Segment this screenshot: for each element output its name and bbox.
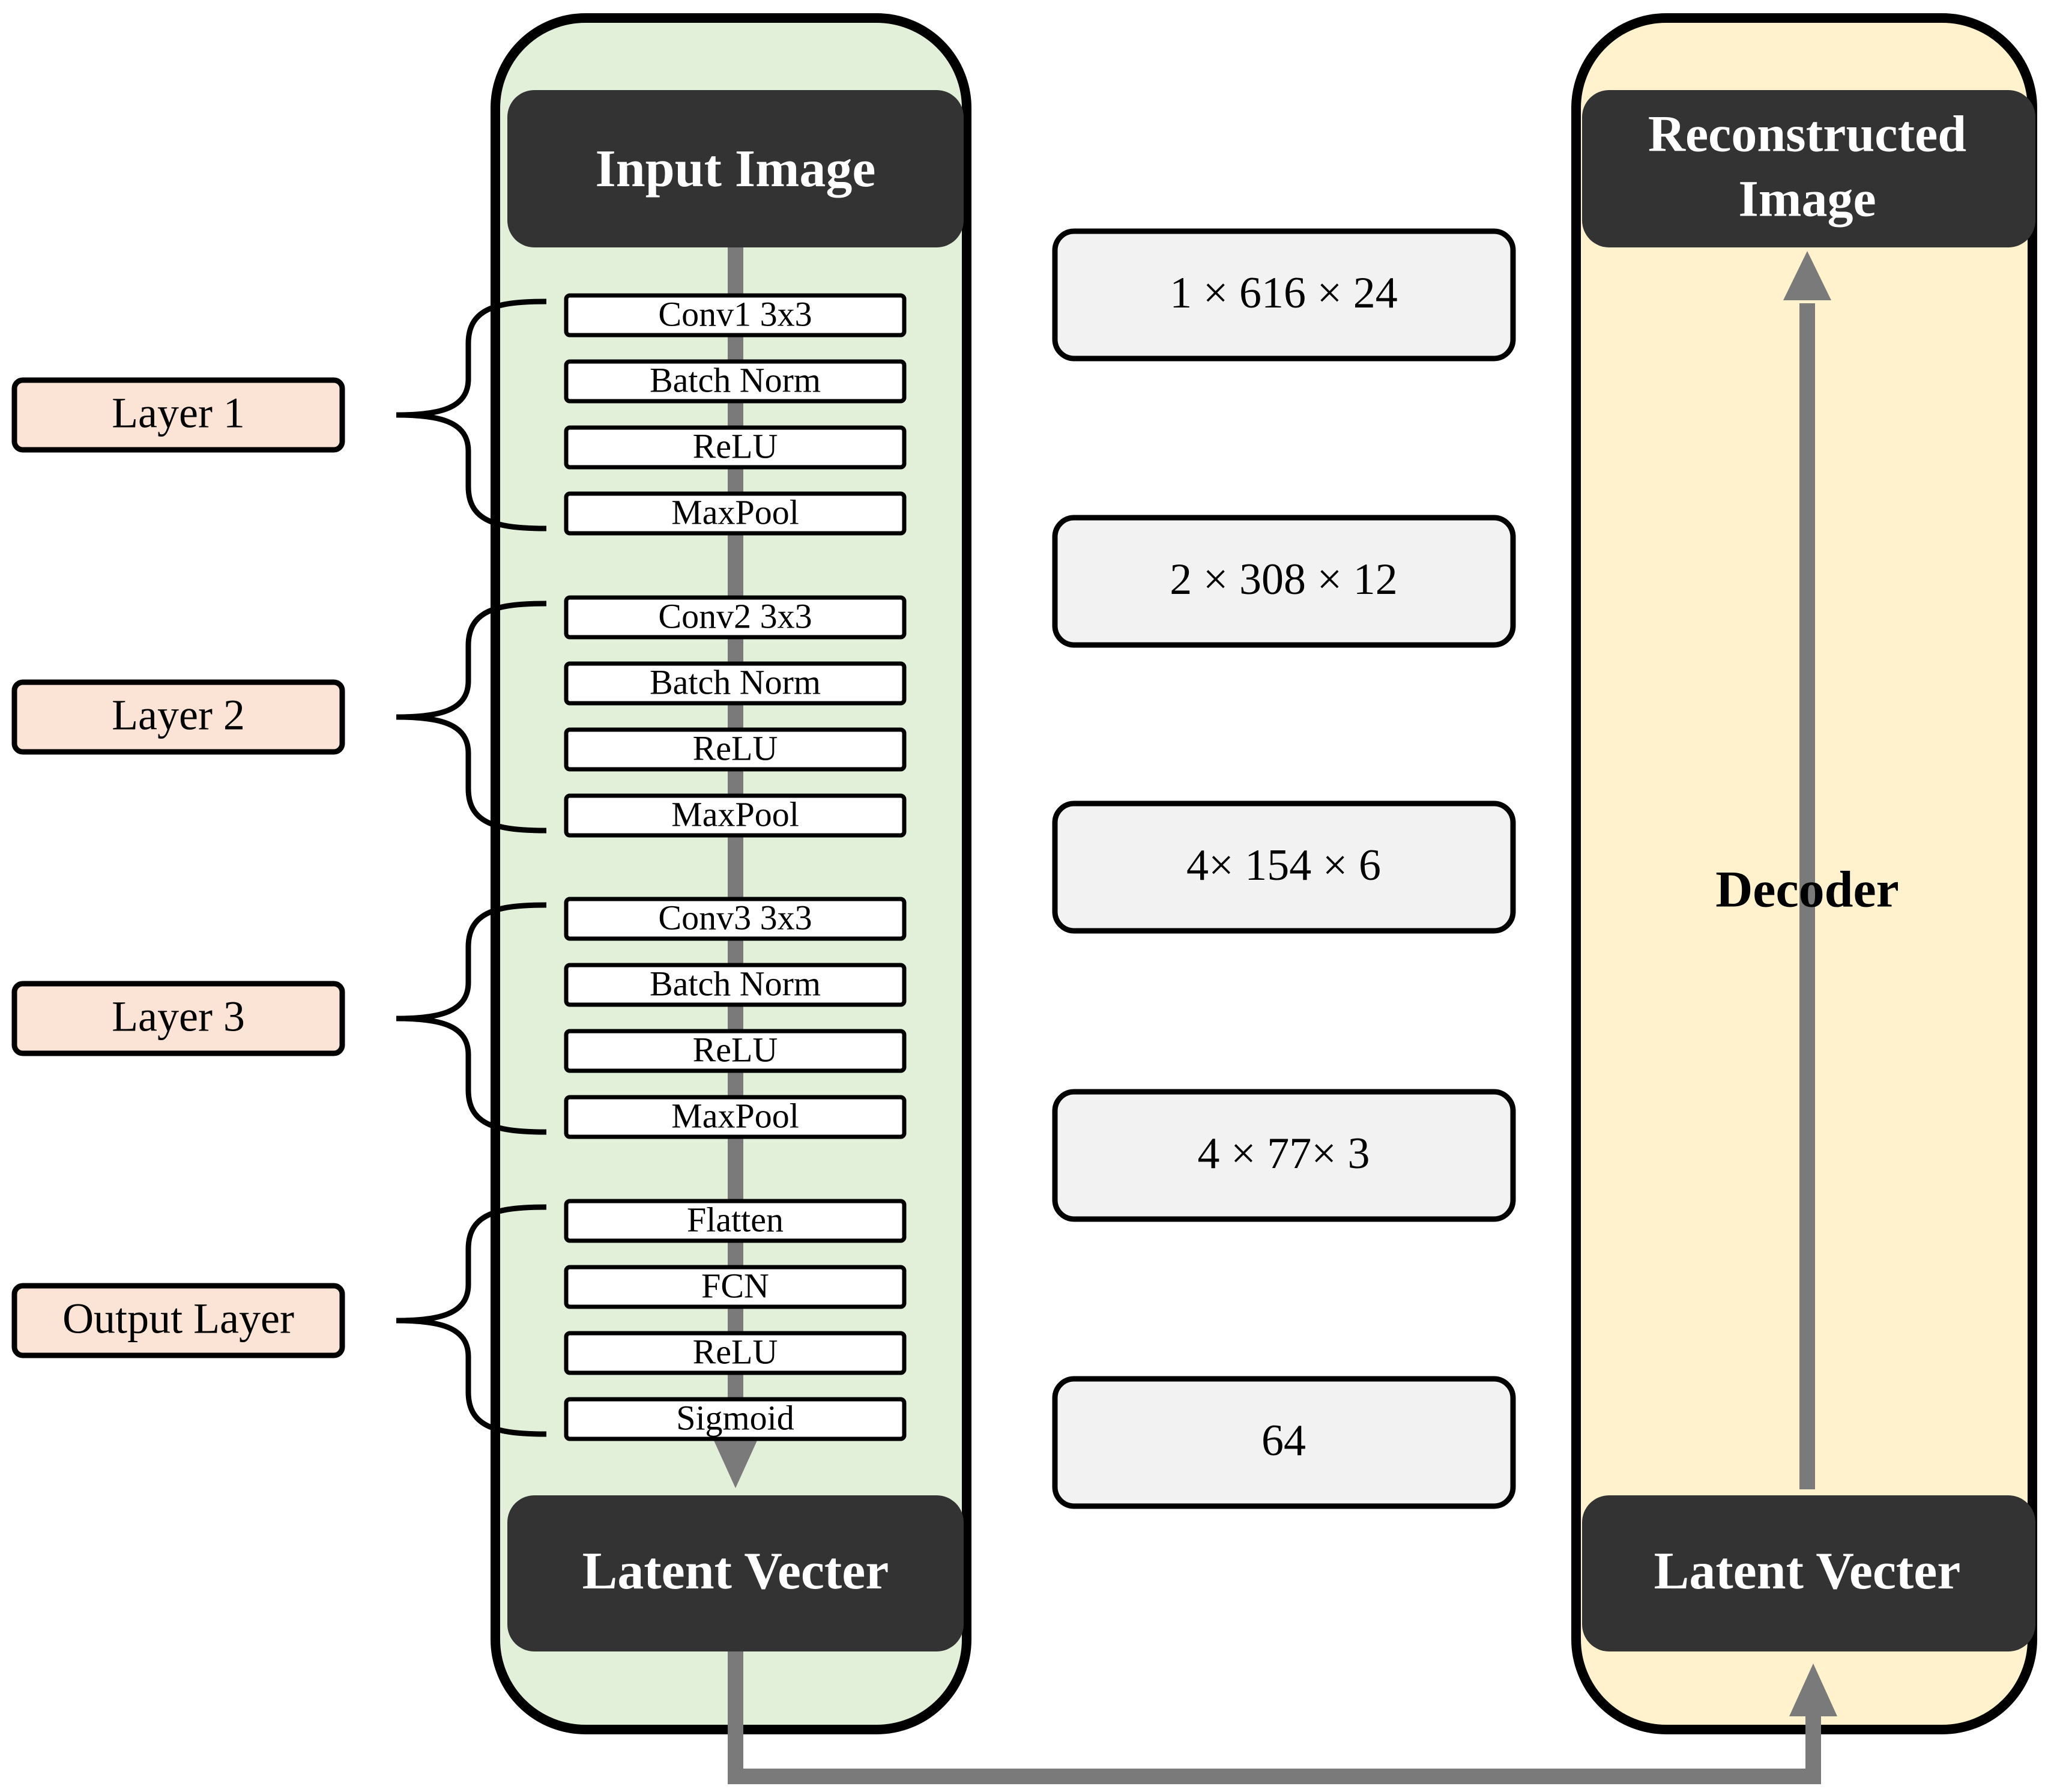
op-label: MaxPool bbox=[671, 795, 799, 834]
encoder-latent-label: Latent Vecter bbox=[582, 1542, 889, 1600]
op-box bbox=[564, 1095, 907, 1139]
op-box bbox=[564, 727, 907, 772]
op-label: Sigmoid bbox=[676, 1398, 794, 1437]
shape-box bbox=[1052, 1376, 1516, 1509]
op-label: Batch Norm bbox=[650, 964, 821, 1003]
op-box bbox=[564, 1397, 907, 1441]
shape-label: 64 bbox=[1261, 1416, 1306, 1465]
op-label: Batch Norm bbox=[650, 662, 821, 701]
op-box bbox=[564, 1029, 907, 1073]
op-label: ReLU bbox=[693, 1332, 778, 1371]
shape-box bbox=[1052, 228, 1516, 362]
layer-label: Output Layer bbox=[62, 1295, 294, 1343]
reconstructed-image-label-line1: Reconstructed bbox=[1648, 105, 1966, 163]
op-box bbox=[564, 963, 907, 1007]
layer-brace bbox=[396, 298, 547, 531]
op-box bbox=[564, 359, 907, 404]
shape-boxes: 1 × 616 × 24 2 × 308 × 12 4× 154 × 6 4 × 77… bbox=[1052, 228, 1516, 1509]
decoder-arrowhead bbox=[1783, 251, 1831, 300]
op-label: ReLU bbox=[693, 1030, 778, 1069]
input-image-label: Input Image bbox=[596, 140, 876, 198]
layer-label-box bbox=[11, 981, 345, 1056]
reconstructed-image-block bbox=[1582, 90, 2035, 247]
shape-box bbox=[1052, 801, 1516, 934]
latent-connector-arrowhead bbox=[1789, 1663, 1837, 1716]
op-label: ReLU bbox=[693, 728, 778, 767]
op-box bbox=[564, 491, 907, 536]
layer-label: Layer 2 bbox=[112, 691, 245, 739]
layer-brace bbox=[396, 601, 547, 834]
op-label: FCN bbox=[701, 1266, 769, 1305]
op-label: MaxPool bbox=[671, 1096, 799, 1135]
op-label: MaxPool bbox=[671, 492, 799, 531]
op-box bbox=[564, 1265, 907, 1309]
layer-labels: Layer 1 Layer 2 Layer 3 Output Layer bbox=[11, 298, 547, 1437]
layer-label-box bbox=[11, 679, 345, 755]
shape-label: 4 × 77× 3 bbox=[1198, 1129, 1370, 1178]
op-box bbox=[564, 293, 907, 338]
op-label: Conv2 3x3 bbox=[658, 596, 812, 635]
input-image-block bbox=[507, 90, 964, 247]
reconstructed-image-label-line2: Image bbox=[1738, 170, 1876, 228]
latent-connector-arrow bbox=[728, 1651, 1821, 1784]
op-box bbox=[564, 661, 907, 706]
op-box bbox=[564, 1331, 907, 1375]
op-box bbox=[564, 1199, 907, 1243]
shape-label: 1 × 616 × 24 bbox=[1170, 268, 1397, 318]
layer-brace bbox=[396, 902, 547, 1135]
layer-label: Layer 1 bbox=[112, 389, 245, 437]
op-label: Conv1 3x3 bbox=[658, 294, 812, 333]
op-label: Conv3 3x3 bbox=[658, 898, 812, 937]
decoder-latent-label: Latent Vecter bbox=[1654, 1542, 1961, 1600]
op-label: Flatten bbox=[687, 1200, 784, 1239]
shape-label: 2 × 308 × 12 bbox=[1170, 555, 1397, 604]
op-label: Batch Norm bbox=[650, 360, 821, 399]
encoder-arrowhead bbox=[711, 1435, 760, 1488]
layer-label-box bbox=[11, 1283, 345, 1358]
layer-brace bbox=[396, 1204, 547, 1437]
shape-box bbox=[1052, 515, 1516, 648]
encoder-latent-block bbox=[507, 1495, 964, 1651]
op-box bbox=[564, 595, 907, 640]
op-box bbox=[564, 897, 907, 941]
layer-label-box bbox=[11, 377, 345, 453]
decoder-label: Decoder bbox=[1715, 861, 1899, 918]
shape-box bbox=[1052, 1089, 1516, 1222]
decoder-latent-block bbox=[1582, 1495, 2035, 1651]
op-label: ReLU bbox=[693, 426, 778, 465]
op-box bbox=[564, 425, 907, 470]
layer-label: Layer 3 bbox=[112, 993, 245, 1041]
shape-label: 4× 154 × 6 bbox=[1186, 841, 1381, 890]
op-box bbox=[564, 793, 907, 838]
